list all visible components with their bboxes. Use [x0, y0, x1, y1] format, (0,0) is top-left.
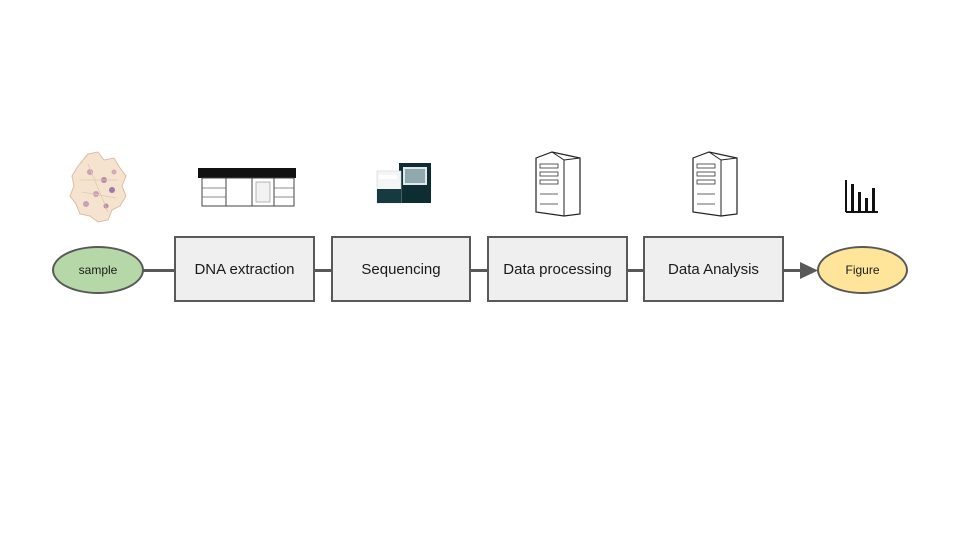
- sample-label: sample: [78, 263, 118, 277]
- sample-node: sample: [52, 246, 144, 294]
- step-data-analysis: Data Analysis: [643, 236, 784, 302]
- server-icon: [535, 151, 581, 217]
- step-dna-extraction: DNA extraction: [174, 236, 315, 302]
- arrow-head-icon: [800, 262, 818, 279]
- lab-bench-icon: [198, 168, 296, 207]
- connector-extraction-sequencing: [314, 269, 332, 272]
- connector-sequencing-processing: [470, 269, 488, 272]
- server-icon: [692, 151, 738, 217]
- step-sequencing: Sequencing: [331, 236, 471, 302]
- step-label: Sequencing: [361, 260, 441, 278]
- connector-sample-extraction: [142, 269, 175, 272]
- connector-analysis-figure: [783, 269, 803, 272]
- step-label: Data processing: [503, 260, 612, 278]
- connector-processing-analysis: [627, 269, 644, 272]
- step-label: DNA extraction: [194, 260, 295, 278]
- step-data-processing: Data processing: [487, 236, 628, 302]
- figure-label: Figure: [845, 263, 880, 277]
- bar-chart-icon: [845, 180, 878, 213]
- step-label: Data Analysis: [668, 260, 759, 278]
- figure-node: Figure: [817, 246, 908, 294]
- sequencer-icon: [376, 163, 431, 204]
- cells-icon: [69, 151, 127, 223]
